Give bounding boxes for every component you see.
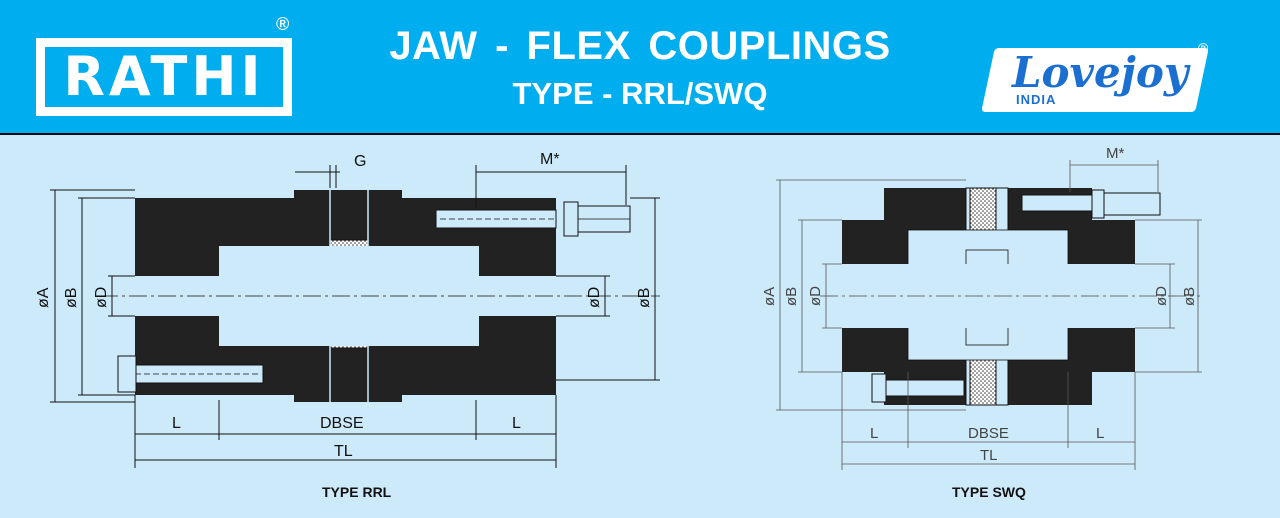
rathi-logo-text: RATHI bbox=[63, 45, 265, 108]
lovejoy-logo-text: Lovejoy bbox=[1012, 48, 1189, 97]
swq-label-phi-d-right: øD bbox=[1153, 286, 1170, 306]
rrl-label-phi-b-right: øB bbox=[636, 288, 653, 308]
page-subtitle: TYPE - RRL/SWQ bbox=[512, 76, 768, 111]
swq-caption: TYPE SWQ bbox=[952, 484, 1026, 500]
swq-label-phi-a: øA bbox=[761, 287, 778, 306]
rrl-label-phi-d-left: øD bbox=[93, 287, 110, 308]
rrl-label-g: G bbox=[354, 153, 366, 170]
swq-label-l-right: L bbox=[1096, 425, 1104, 442]
swq-diagram: M* øA øB øD øD øB L DBSE L TL bbox=[761, 145, 1202, 470]
rathi-logo: RATHI bbox=[36, 38, 292, 116]
swq-label-m: M* bbox=[1106, 145, 1124, 162]
rrl-label-phi-a: øA bbox=[35, 287, 52, 308]
rrl-label-dbse: DBSE bbox=[320, 415, 364, 432]
swq-label-l-left: L bbox=[870, 425, 878, 442]
swq-label-phi-b-right: øB bbox=[1181, 287, 1198, 306]
rrl-label-l-right: L bbox=[512, 415, 521, 432]
rrl-label-tl: TL bbox=[334, 443, 353, 460]
registered-mark: ® bbox=[276, 14, 290, 34]
rrl-label-m: M* bbox=[540, 151, 560, 168]
lovejoy-registered-mark: ® bbox=[1198, 40, 1209, 56]
rrl-caption: TYPE RRL bbox=[322, 484, 392, 500]
header-banner: RATHI ® JAW - FLEX COUPLINGS TYPE - RRL/… bbox=[0, 0, 1280, 135]
swq-label-phi-d-left: øD bbox=[807, 286, 824, 306]
swq-label-tl: TL bbox=[980, 447, 998, 464]
rrl-label-l-left: L bbox=[172, 415, 181, 432]
rrl-diagram: G M* øA øB øD øD øB L DBSE L TL bbox=[35, 151, 660, 468]
swq-label-phi-b-left: øB bbox=[783, 287, 800, 306]
rrl-label-phi-b-left: øB bbox=[63, 288, 80, 308]
rrl-label-phi-d-right: øD bbox=[586, 287, 603, 308]
lovejoy-india-text: INDIA bbox=[1016, 92, 1057, 107]
page-title: JAW - FLEX COUPLINGS bbox=[389, 24, 891, 68]
lovejoy-logo: Lovejoy INDIA ® bbox=[981, 40, 1216, 120]
swq-label-dbse: DBSE bbox=[968, 425, 1009, 442]
